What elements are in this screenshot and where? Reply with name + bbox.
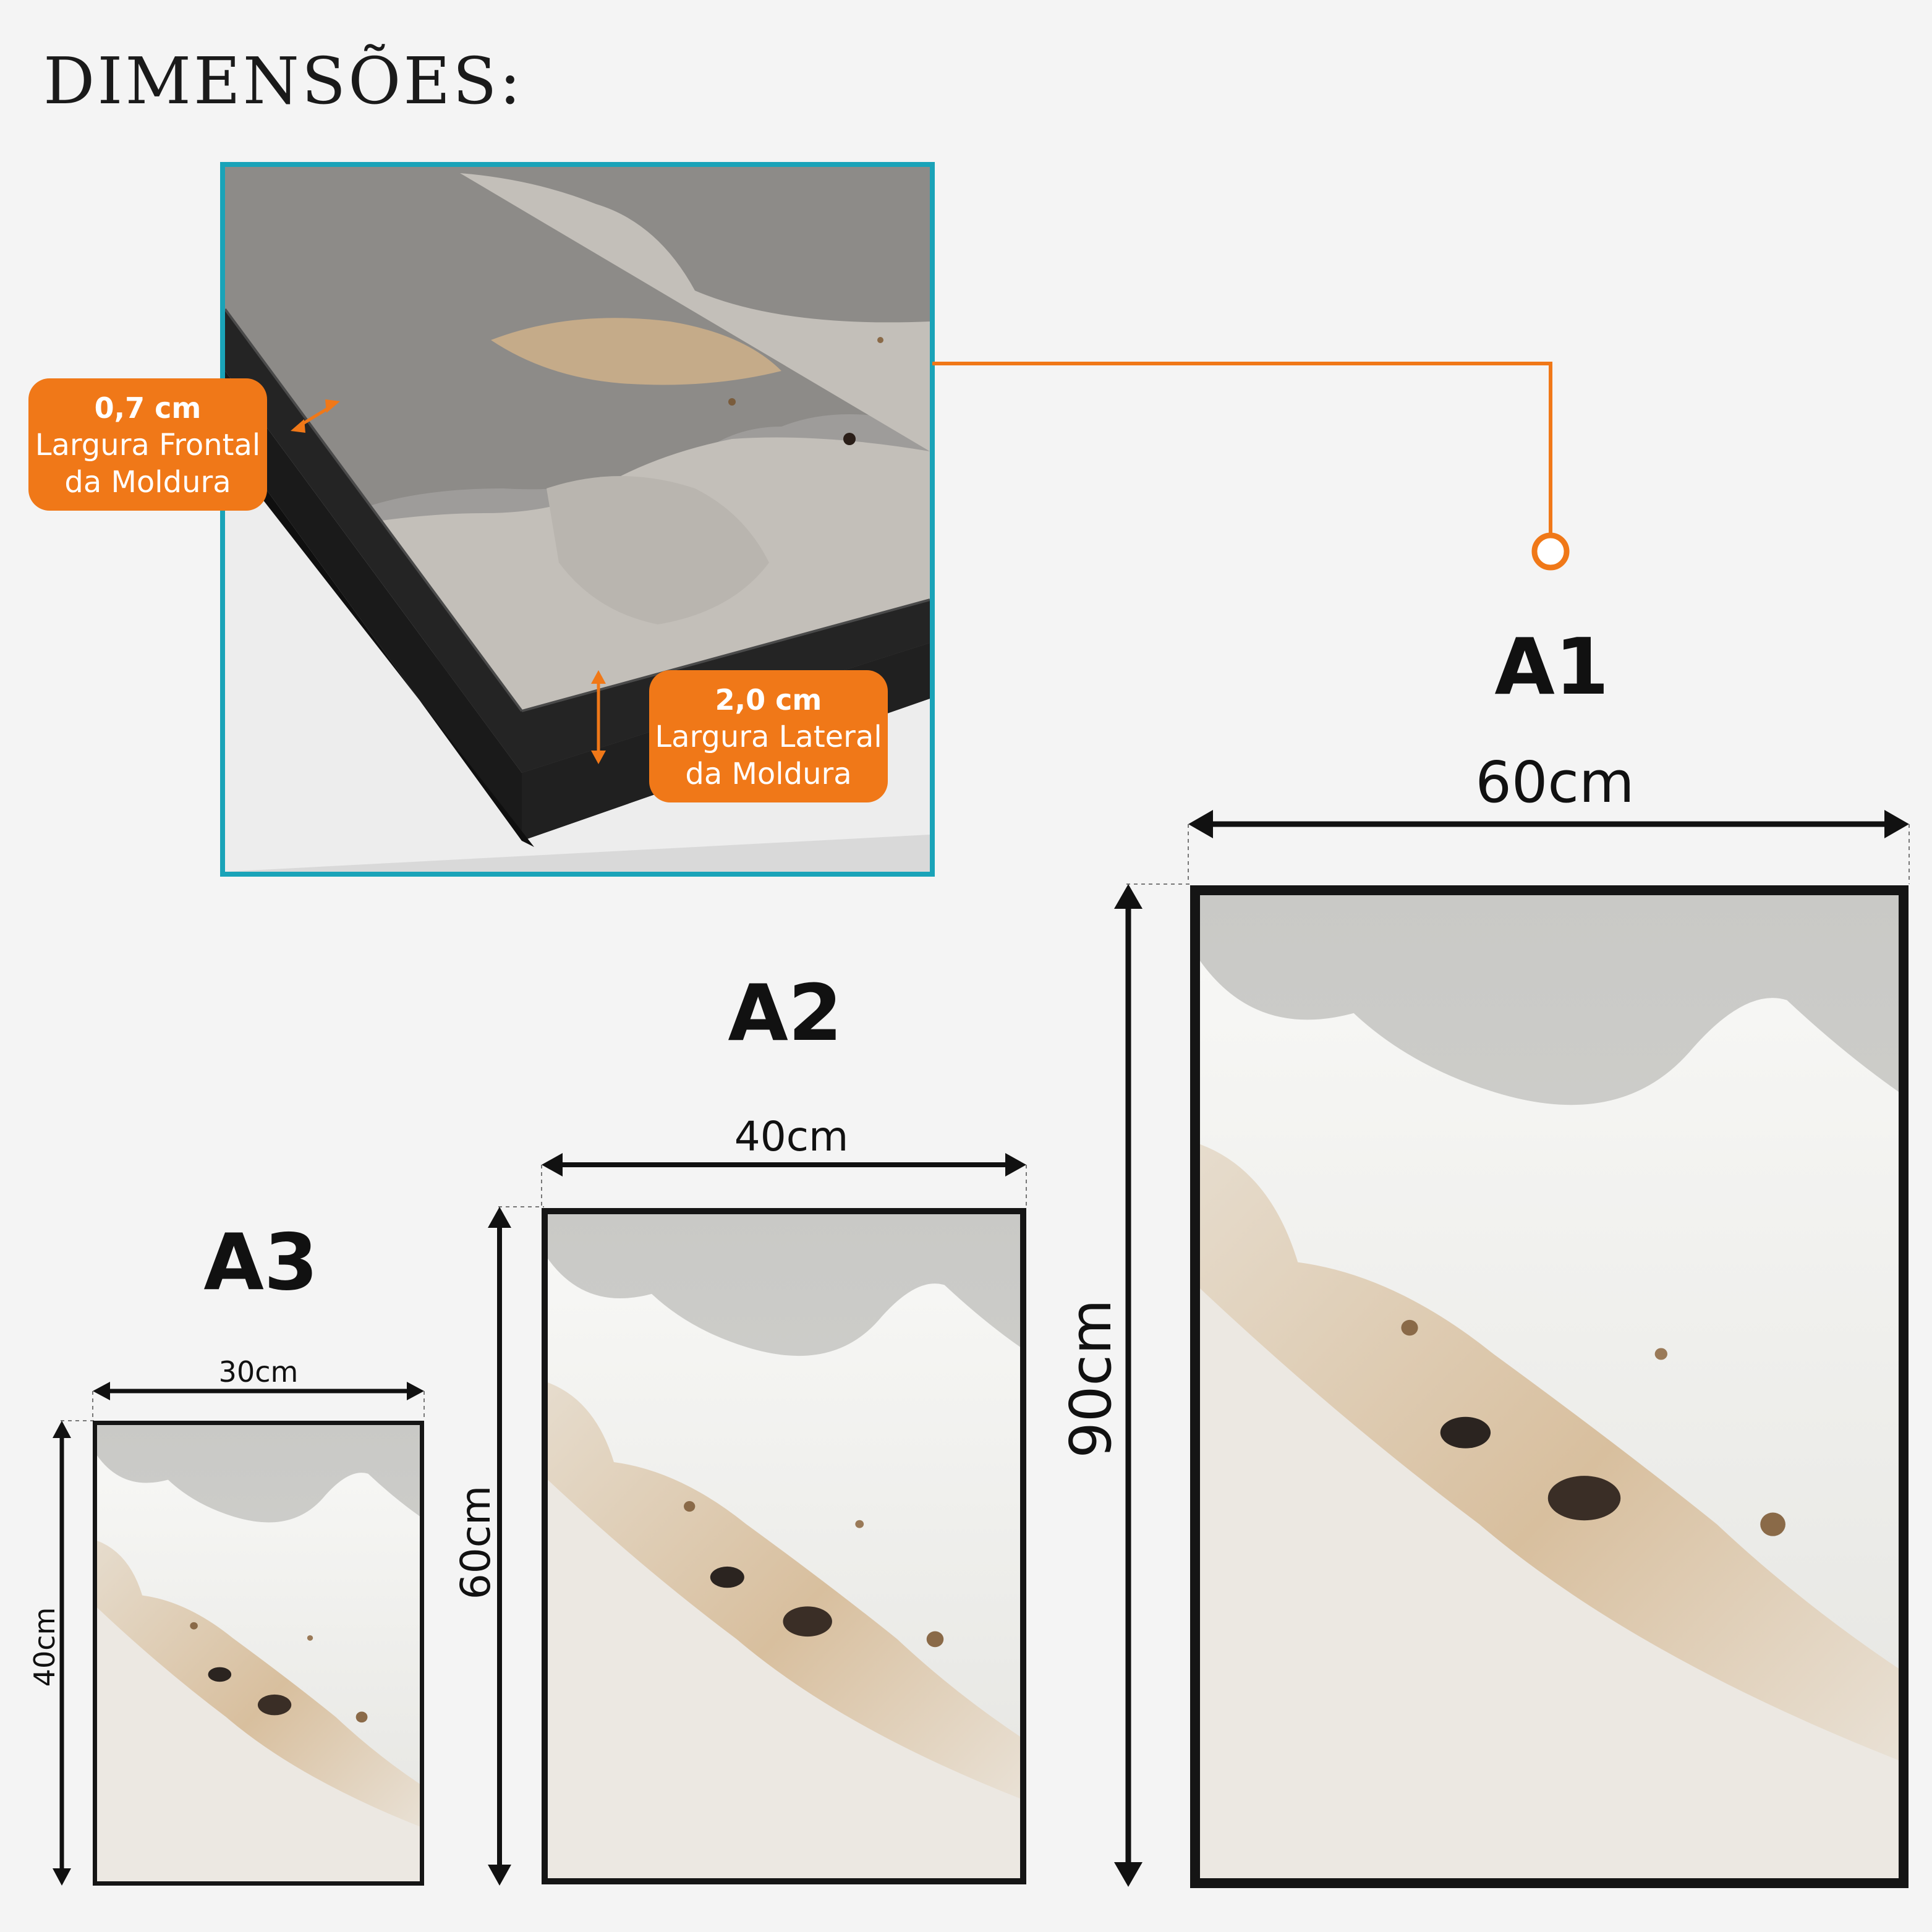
- front-width-label-line1: Largura Frontal: [35, 427, 261, 462]
- a1-height-arrow: [1114, 884, 1143, 1887]
- a1-size-name: A1: [1494, 621, 1609, 712]
- a2-height-arrow: [488, 1207, 511, 1886]
- a2-framed-print: [542, 1208, 1026, 1884]
- front-width-value: 0,7 cm: [94, 391, 202, 425]
- connector-line: [932, 362, 1570, 571]
- side-width-arrow: [591, 670, 606, 764]
- side-width-badge: 2,0 cm Largura Lateral da Moldura: [649, 670, 888, 802]
- side-width-label-line2: da Moldura: [685, 756, 852, 791]
- a3-width-label: 30cm: [218, 1355, 299, 1389]
- a3-height-arrow: [53, 1421, 71, 1886]
- a1-width-arrow: [1188, 810, 1909, 838]
- a3-framed-print: [93, 1421, 424, 1886]
- side-width-value: 2,0 cm: [715, 683, 822, 717]
- a2-height-label: 60cm: [452, 1485, 500, 1600]
- front-width-badge: 0,7 cm Largura Frontal da Moldura: [28, 378, 267, 511]
- front-width-arrow: [291, 399, 340, 433]
- a1-framed-print: [1190, 885, 1909, 1888]
- a1-height-label: 90cm: [1058, 1299, 1124, 1458]
- front-width-label-line2: da Moldura: [64, 464, 231, 500]
- a2-width-label: 40cm: [734, 1113, 849, 1160]
- page-title: DIMENSÕES:: [43, 43, 524, 119]
- a3-guides: [61, 1391, 425, 1421]
- a2-width-arrow: [542, 1153, 1026, 1177]
- a1-guides: [1126, 824, 1910, 885]
- a3-size-name: A3: [203, 1217, 318, 1308]
- side-width-label-line1: Largura Lateral: [655, 719, 882, 754]
- a1-width-label: 60cm: [1475, 749, 1635, 815]
- a3-width-arrow: [93, 1382, 424, 1400]
- a2-size-name: A2: [728, 968, 843, 1058]
- a2-guides: [498, 1165, 1027, 1207]
- a3-height-label: 40cm: [28, 1607, 61, 1687]
